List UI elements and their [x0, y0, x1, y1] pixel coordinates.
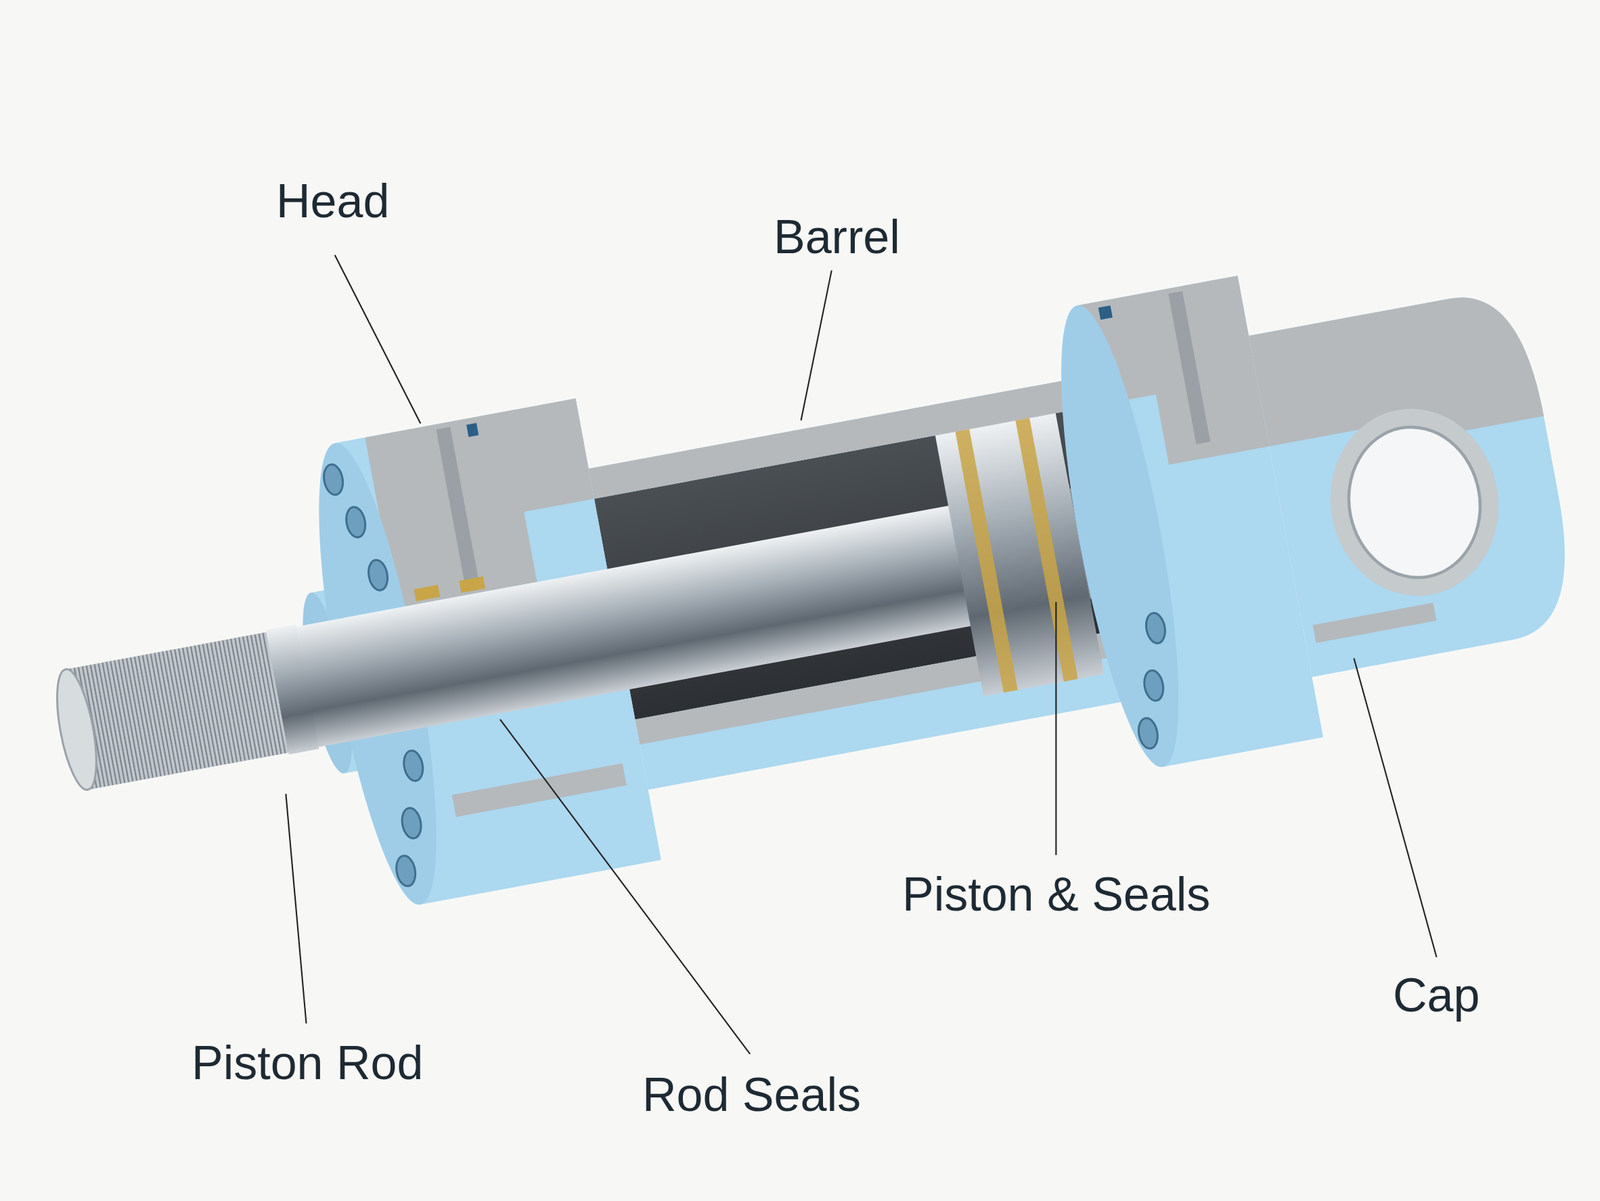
leader-lines: [285, 255, 1437, 1054]
part-label: Cap: [1392, 969, 1480, 1022]
part-label: Piston Rod: [191, 1036, 424, 1090]
part-label: Piston & Seals: [902, 868, 1211, 921]
part-label: Rod Seals: [642, 1068, 861, 1121]
part-label: Barrel: [773, 211, 901, 264]
part-label: Head: [276, 175, 390, 228]
cylinder: [17, 225, 1594, 964]
